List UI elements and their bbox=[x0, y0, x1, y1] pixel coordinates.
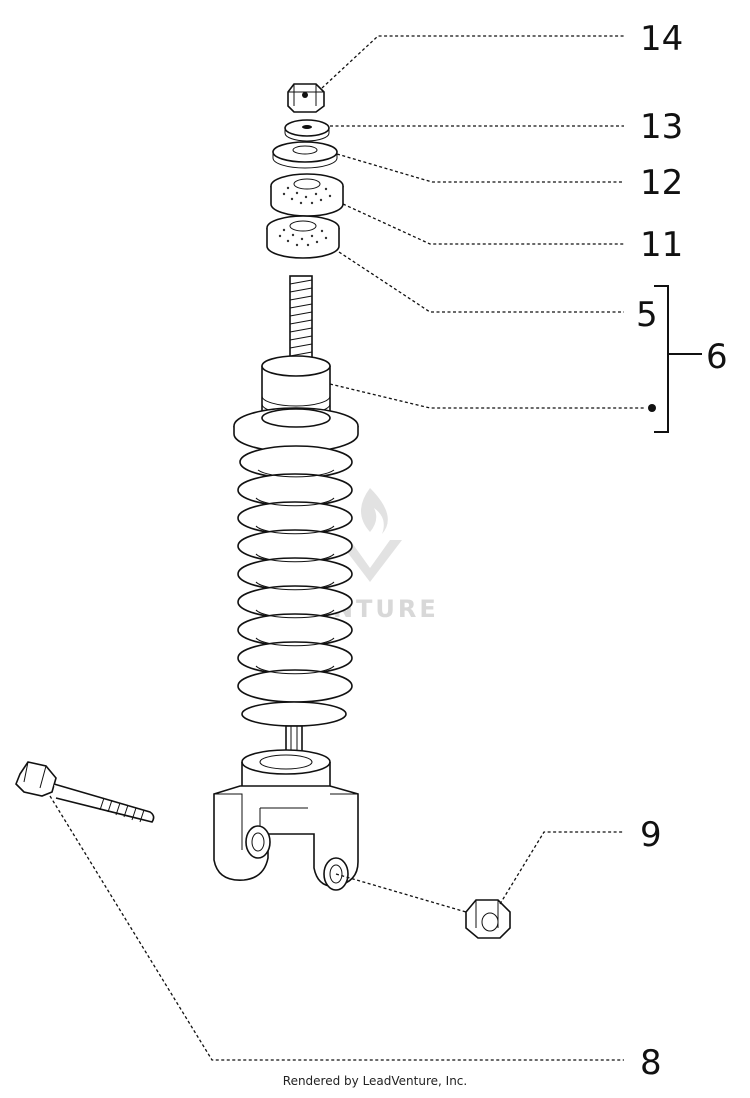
callout-9: 9 bbox=[640, 815, 662, 855]
callout-11: 11 bbox=[640, 225, 683, 265]
render-credit: Rendered by LeadVenture, Inc. bbox=[282, 1074, 468, 1088]
part-14-nut bbox=[287, 83, 325, 113]
part-8-bolt bbox=[15, 761, 155, 823]
leader-lines bbox=[49, 35, 646, 1061]
callout-13: 13 bbox=[640, 107, 683, 147]
part-9-nut bbox=[465, 899, 511, 939]
callout-6: 6 bbox=[706, 337, 728, 377]
callout-14: 14 bbox=[640, 19, 683, 59]
part-12-cup-washer bbox=[272, 141, 338, 169]
part-13-washer bbox=[284, 119, 330, 142]
part-5-rubber-bush bbox=[266, 215, 340, 259]
group-bracket bbox=[648, 285, 702, 433]
shock-absorber-body bbox=[213, 275, 359, 891]
part-11-rubber-bush bbox=[270, 173, 344, 217]
callout-12: 12 bbox=[640, 163, 683, 203]
callout-8: 8 bbox=[640, 1043, 662, 1083]
callout-5: 5 bbox=[636, 295, 658, 335]
